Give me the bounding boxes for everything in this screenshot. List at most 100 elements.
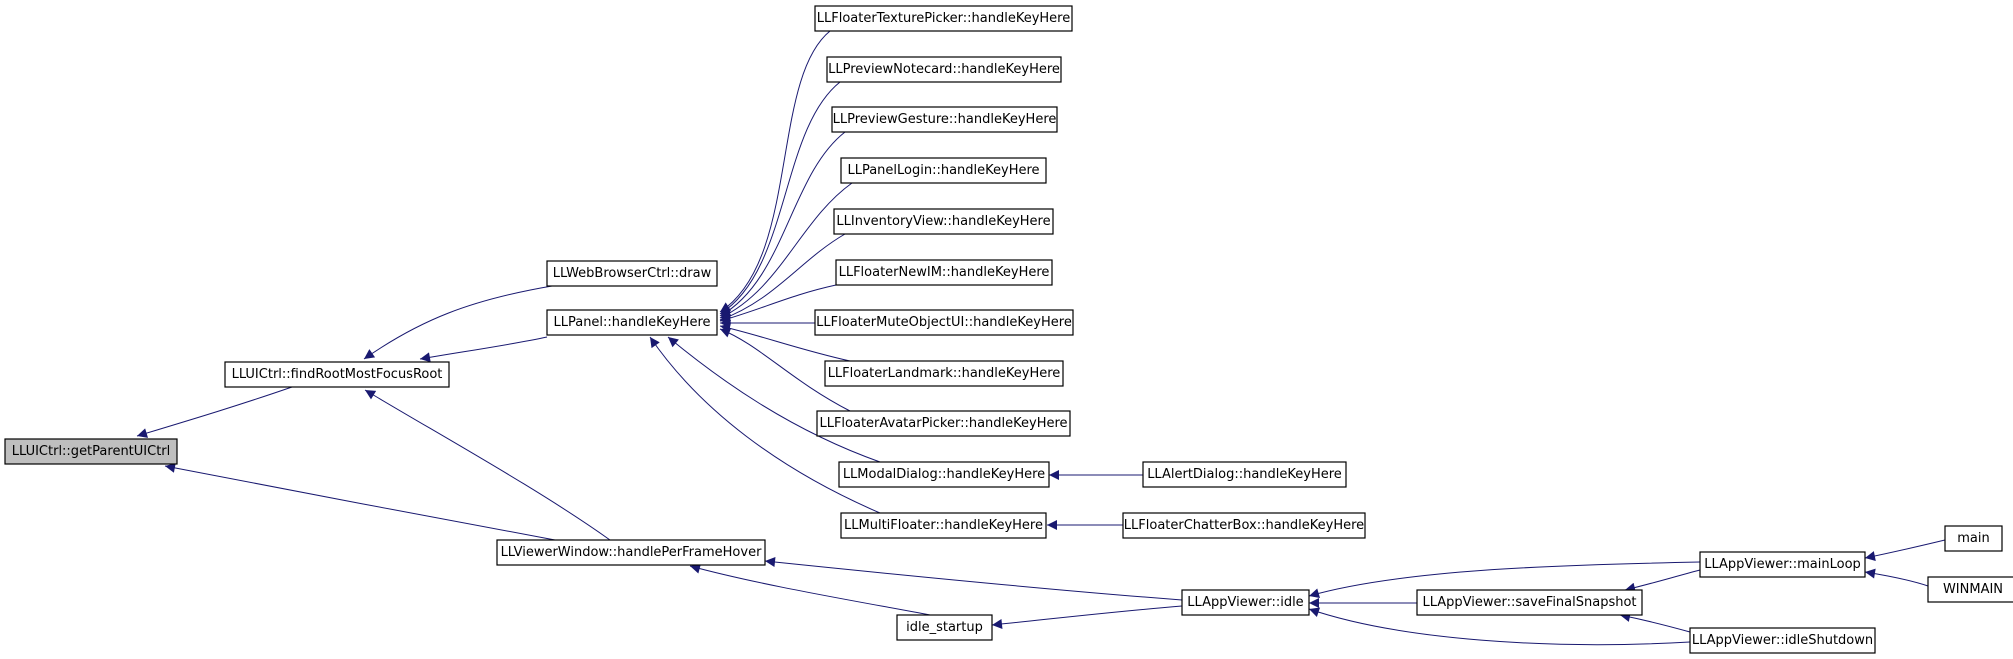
node-box — [838, 461, 1050, 488]
node-box — [1927, 576, 2013, 603]
node-label: LLPreviewGesture::handleKeyHere — [833, 112, 1057, 127]
edge-winmain-to-mainLoop — [1864, 568, 1929, 587]
node-label: LLAlertDialog::handleKeyHere — [1147, 467, 1342, 482]
node-label: main — [1957, 531, 1989, 546]
node-box — [814, 309, 1074, 336]
node-label: LLAppViewer::idle — [1187, 595, 1303, 610]
node-alertDialog[interactable]: LLAlertDialog::handleKeyHere — [1142, 461, 1347, 488]
node-box — [1689, 627, 1876, 654]
node-label: WINMAIN — [1943, 582, 2003, 597]
node-label: LLUICtrl::getParentUICtrl — [12, 444, 171, 459]
node-label: LLPanelLogin::handleKeyHere — [847, 163, 1039, 178]
node-findRootMostFocusRoot[interactable]: LLUICtrl::findRootMostFocusRoot — [224, 361, 450, 388]
node-panelLogin[interactable]: LLPanelLogin::handleKeyHere — [840, 157, 1047, 184]
node-label: LLFloaterLandmark::handleKeyHere — [828, 366, 1061, 381]
node-winmain[interactable]: WINMAIN — [1927, 576, 2013, 603]
node-label: LLFloaterAvatarPicker::handleKeyHere — [819, 416, 1067, 431]
node-label: LLWebBrowserCtrl::draw — [553, 266, 712, 281]
node-box — [826, 56, 1062, 83]
node-layer: LLUICtrl::getParentUICtrl LLUICtrl::findR… — [4, 5, 2013, 654]
node-main[interactable]: main — [1944, 525, 2003, 552]
edge-handlePerFrameHover-to-findRootMostFocusRoot — [364, 389, 611, 541]
node-modalDialog[interactable]: LLModalDialog::handleKeyHere — [838, 461, 1050, 488]
edge-findRootMostFocusRoot-to-getParentUICtrl — [136, 386, 293, 438]
node-box — [224, 361, 450, 388]
node-box — [1944, 525, 2003, 552]
node-box — [1416, 589, 1643, 616]
node-box — [546, 260, 718, 287]
node-box — [816, 410, 1071, 437]
node-mainLoop[interactable]: LLAppViewer::mainLoop — [1699, 551, 1866, 578]
node-idleShutdown[interactable]: LLAppViewer::idleShutdown — [1689, 627, 1876, 654]
node-multiFloater[interactable]: LLMultiFloater::handleKeyHere — [840, 512, 1047, 539]
node-label: LLInventoryView::handleKeyHere — [836, 214, 1050, 229]
node-box — [1699, 551, 1866, 578]
node-muteObject[interactable]: LLFloaterMuteObjectUI::handleKeyHere — [814, 309, 1074, 336]
node-label: LLFloaterNewIM::handleKeyHere — [839, 265, 1050, 280]
node-landmark[interactable]: LLFloaterLandmark::handleKeyHere — [824, 360, 1064, 387]
node-avatarPicker[interactable]: LLFloaterAvatarPicker::handleKeyHere — [816, 410, 1071, 437]
node-label: LLFloaterMuteObjectUI::handleKeyHere — [816, 315, 1072, 330]
node-label: LLAppViewer::idleShutdown — [1692, 633, 1873, 648]
edge-panelHandleKeyHere-to-findRootMostFocusRoot — [419, 336, 548, 363]
node-box — [1142, 461, 1347, 488]
edge-idleShutdown-to-saveFinalSnapshot — [1619, 612, 1691, 633]
node-label: LLAppViewer::saveFinalSnapshot — [1422, 595, 1636, 610]
node-box — [831, 106, 1058, 133]
node-label: LLPanel::handleKeyHere — [553, 315, 710, 330]
edge-previewNotecard-to-panelHandleKeyHere — [719, 81, 841, 315]
node-appIdle[interactable]: LLAppViewer::idle — [1181, 589, 1310, 616]
node-inventoryView[interactable]: LLInventoryView::handleKeyHere — [833, 208, 1054, 235]
node-box — [835, 259, 1053, 286]
node-label: LLAppViewer::mainLoop — [1704, 557, 1861, 572]
edge-landmark-to-panelHandleKeyHere — [719, 323, 851, 362]
node-label: idle_startup — [906, 620, 983, 635]
edge-appIdle-to-idleStartup — [991, 605, 1183, 629]
node-label: LLModalDialog::handleKeyHere — [843, 467, 1045, 482]
node-box — [840, 157, 1047, 184]
edge-mainLoop-to-saveFinalSnapshot — [1624, 569, 1701, 593]
node-chatterBox[interactable]: LLFloaterChatterBox::handleKeyHere — [1122, 512, 1366, 539]
edge-handlePerFrameHover-to-getParentUICtrl — [164, 462, 556, 541]
node-box — [896, 614, 993, 641]
edge-webBrowserDraw-to-findRootMostFocusRoot — [363, 285, 553, 360]
node-texturePicker[interactable]: LLFloaterTexturePicker::handleKeyHere — [814, 5, 1073, 32]
node-getParentUICtrl[interactable]: LLUICtrl::getParentUICtrl — [4, 438, 178, 465]
edge-modalDialog-to-panelHandleKeyHere — [667, 336, 881, 463]
node-box — [814, 5, 1073, 32]
node-label: LLViewerWindow::handlePerFrameHover — [501, 545, 763, 560]
node-box — [1181, 589, 1310, 616]
node-box — [824, 360, 1064, 387]
edge-previewGesture-to-panelHandleKeyHere — [719, 131, 846, 317]
node-box — [496, 539, 766, 566]
node-label: LLFloaterChatterBox::handleKeyHere — [1124, 518, 1364, 533]
edge-panelLogin-to-panelHandleKeyHere — [719, 182, 853, 319]
edge-idleStartup-to-handlePerFrameHover — [689, 563, 931, 616]
node-previewNotecard[interactable]: LLPreviewNotecard::handleKeyHere — [826, 56, 1062, 83]
edge-avatarPicker-to-panelHandleKeyHere — [719, 328, 851, 412]
edge-multiFloater-to-panelHandleKeyHere — [649, 336, 881, 514]
edge-main-to-mainLoop — [1864, 539, 1946, 561]
node-saveFinalSnapshot[interactable]: LLAppViewer::saveFinalSnapshot — [1416, 589, 1643, 616]
node-label: LLUICtrl::findRootMostFocusRoot — [232, 367, 443, 382]
node-handlePerFrameHover[interactable]: LLViewerWindow::handlePerFrameHover — [496, 539, 766, 566]
node-box — [840, 512, 1047, 539]
node-label: LLPreviewNotecard::handleKeyHere — [828, 62, 1060, 77]
node-panelHandleKeyHere[interactable]: LLPanel::handleKeyHere — [546, 309, 718, 336]
node-webBrowserDraw[interactable]: LLWebBrowserCtrl::draw — [546, 260, 718, 287]
node-box — [833, 208, 1054, 235]
edge-idleShutdown-to-appIdle — [1308, 607, 1691, 646]
edge-newIM-to-panelHandleKeyHere — [719, 284, 837, 324]
edge-texturePicker-to-panelHandleKeyHere — [719, 30, 831, 313]
node-previewGesture[interactable]: LLPreviewGesture::handleKeyHere — [831, 106, 1058, 133]
edge-appIdle-to-handlePerFrameHover — [764, 557, 1183, 601]
edge-mainLoop-to-appIdle — [1308, 561, 1701, 599]
node-box — [1122, 512, 1366, 539]
edge-inventoryView-to-panelHandleKeyHere — [719, 233, 846, 322]
node-label: LLMultiFloater::handleKeyHere — [844, 518, 1043, 533]
node-newIM[interactable]: LLFloaterNewIM::handleKeyHere — [835, 259, 1053, 286]
node-idleStartup[interactable]: idle_startup — [896, 614, 993, 641]
node-box — [4, 438, 178, 465]
node-box — [546, 309, 718, 336]
